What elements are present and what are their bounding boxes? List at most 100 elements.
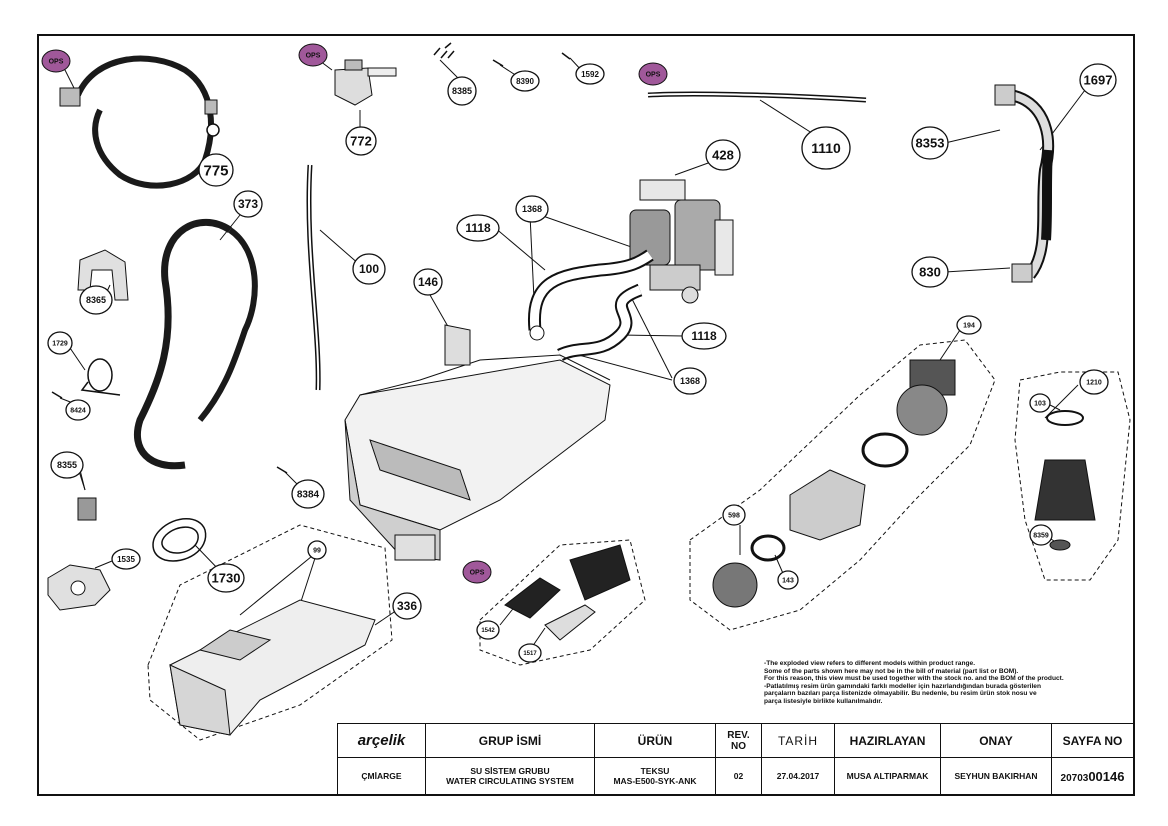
ops-badge-label: OPS	[646, 72, 661, 79]
callout-c775: 775	[198, 153, 234, 187]
callout-circle	[207, 563, 245, 593]
ops-badge: OPS	[462, 560, 492, 584]
callout-circle	[111, 548, 141, 570]
group-outline-pump	[689, 339, 996, 631]
ops-badge-circle	[462, 560, 492, 584]
callout-c8355: 8355	[50, 451, 84, 479]
part-1730-gasket	[152, 518, 207, 562]
brand-logo: arçelik	[357, 732, 406, 749]
part-8355-connector	[77, 469, 97, 521]
callout-circle	[681, 322, 727, 350]
page-number: 00146	[1088, 768, 1125, 784]
date-header: TARİH	[761, 723, 835, 758]
sheet-border	[37, 34, 1135, 796]
callout-circle	[413, 268, 443, 296]
callout-circle	[705, 139, 741, 171]
callout-label: 146	[418, 275, 438, 289]
callout-circle	[307, 540, 327, 560]
callout-circle	[510, 70, 540, 92]
callout-label: 194	[963, 322, 975, 329]
prepared-header: HAZIRLAYAN	[834, 723, 941, 758]
group-value-tr: SU SİSTEM GRUBU	[470, 766, 550, 776]
callout-circle	[911, 256, 949, 288]
part-772-sensor	[334, 59, 397, 106]
callout-c194: 194	[956, 315, 982, 335]
callout-c143: 143	[777, 570, 799, 590]
callout-c8365: 8365	[79, 285, 113, 315]
callout-c1542: 1542	[476, 620, 500, 640]
callout-c8359: 8359	[1029, 524, 1053, 546]
note-line: Some of the parts shown here may not be …	[764, 667, 1019, 675]
callout-circle	[50, 451, 84, 479]
callout-circle	[198, 153, 234, 187]
callout-circle	[1029, 524, 1053, 546]
ops-badge-circle	[41, 49, 71, 73]
part-1697-hose	[994, 84, 1055, 283]
callout-label: 143	[782, 577, 794, 584]
callout-label: 373	[238, 197, 258, 211]
product-value-1: TEKSU	[640, 766, 670, 776]
part-1729-clamp	[80, 358, 121, 396]
part-1110-tube	[647, 91, 867, 103]
rev-value: 02	[715, 757, 762, 795]
rev-header: REV. NO	[715, 723, 762, 758]
callout-label: 830	[919, 265, 941, 280]
callout-circle	[65, 399, 91, 421]
callout-c830: 830	[911, 256, 949, 288]
callout-circle	[777, 570, 799, 590]
callout-circle	[352, 253, 386, 285]
callout-circle	[673, 367, 707, 395]
note-line: -Patlatılmış resim ürün gamındaki farklı…	[764, 682, 1042, 690]
group-value: SU SİSTEM GRUBU WATER CIRCULATING SYSTEM	[425, 757, 595, 795]
callout-circle	[801, 126, 851, 170]
callout-circle	[79, 285, 113, 315]
product-header: ÜRÜN	[594, 723, 716, 758]
ops-badge: OPS	[41, 49, 71, 73]
page-header: SAYFA NO	[1051, 723, 1134, 758]
callout-label: 8355	[57, 460, 77, 470]
brand-cell: arçelik	[337, 723, 426, 758]
product-value: TEKSU MAS-E500-SYK-ANK	[594, 757, 716, 795]
callout-circle	[447, 76, 477, 106]
callout-c8384: 8384	[291, 479, 325, 509]
callout-label: 1517	[523, 651, 537, 657]
part-1118-hoses	[527, 249, 654, 362]
group-header: GRUP İSMİ	[425, 723, 595, 758]
callout-circle	[911, 126, 949, 160]
callout-c1118b: 1118	[681, 322, 727, 350]
screws	[51, 42, 571, 474]
part-336-drawer	[169, 599, 376, 736]
callout-c1368b: 1368	[673, 367, 707, 395]
callout-label: 1210	[1086, 379, 1102, 386]
callout-circle	[47, 331, 73, 355]
callout-label: 1110	[811, 140, 841, 156]
group-outlines	[147, 339, 1131, 741]
ops-badge-circle	[298, 43, 328, 67]
callout-c1210: 1210	[1079, 369, 1109, 395]
callout-c8424: 8424	[65, 399, 91, 421]
part-1542-1517-filter	[504, 544, 631, 641]
callout-c99: 99	[307, 540, 327, 560]
part-146-dispenser-housing	[344, 324, 611, 561]
page-prefix: 20703	[1060, 772, 1089, 784]
callout-circle	[515, 195, 549, 223]
callout-circle	[518, 643, 542, 663]
callout-circle	[233, 190, 263, 218]
callout-label: 8390	[516, 77, 534, 86]
ops-badge-circle	[638, 62, 668, 86]
part-373-hose	[133, 218, 258, 470]
callout-circle	[1079, 63, 1117, 97]
prepared-value: MUSA ALTIPARMAK	[834, 757, 941, 795]
callout-c1729: 1729	[47, 331, 73, 355]
callouts: 7757728385839015921110169783534283731001…	[47, 63, 1117, 663]
note-line: parçaların bazıları parça listenizde olm…	[764, 690, 1037, 698]
part-pump-assembly	[712, 359, 956, 608]
callout-c1517: 1517	[518, 643, 542, 663]
product-value-2: MAS-E500-SYK-ANK	[613, 776, 697, 786]
approval-value: SEYHUN BAKIRHAN	[940, 757, 1052, 795]
callout-circle	[345, 126, 377, 156]
callout-c100: 100	[352, 253, 386, 285]
callout-label: 1697	[1084, 73, 1113, 88]
callout-label: 8384	[297, 490, 320, 501]
part-1535-clip	[47, 564, 111, 611]
